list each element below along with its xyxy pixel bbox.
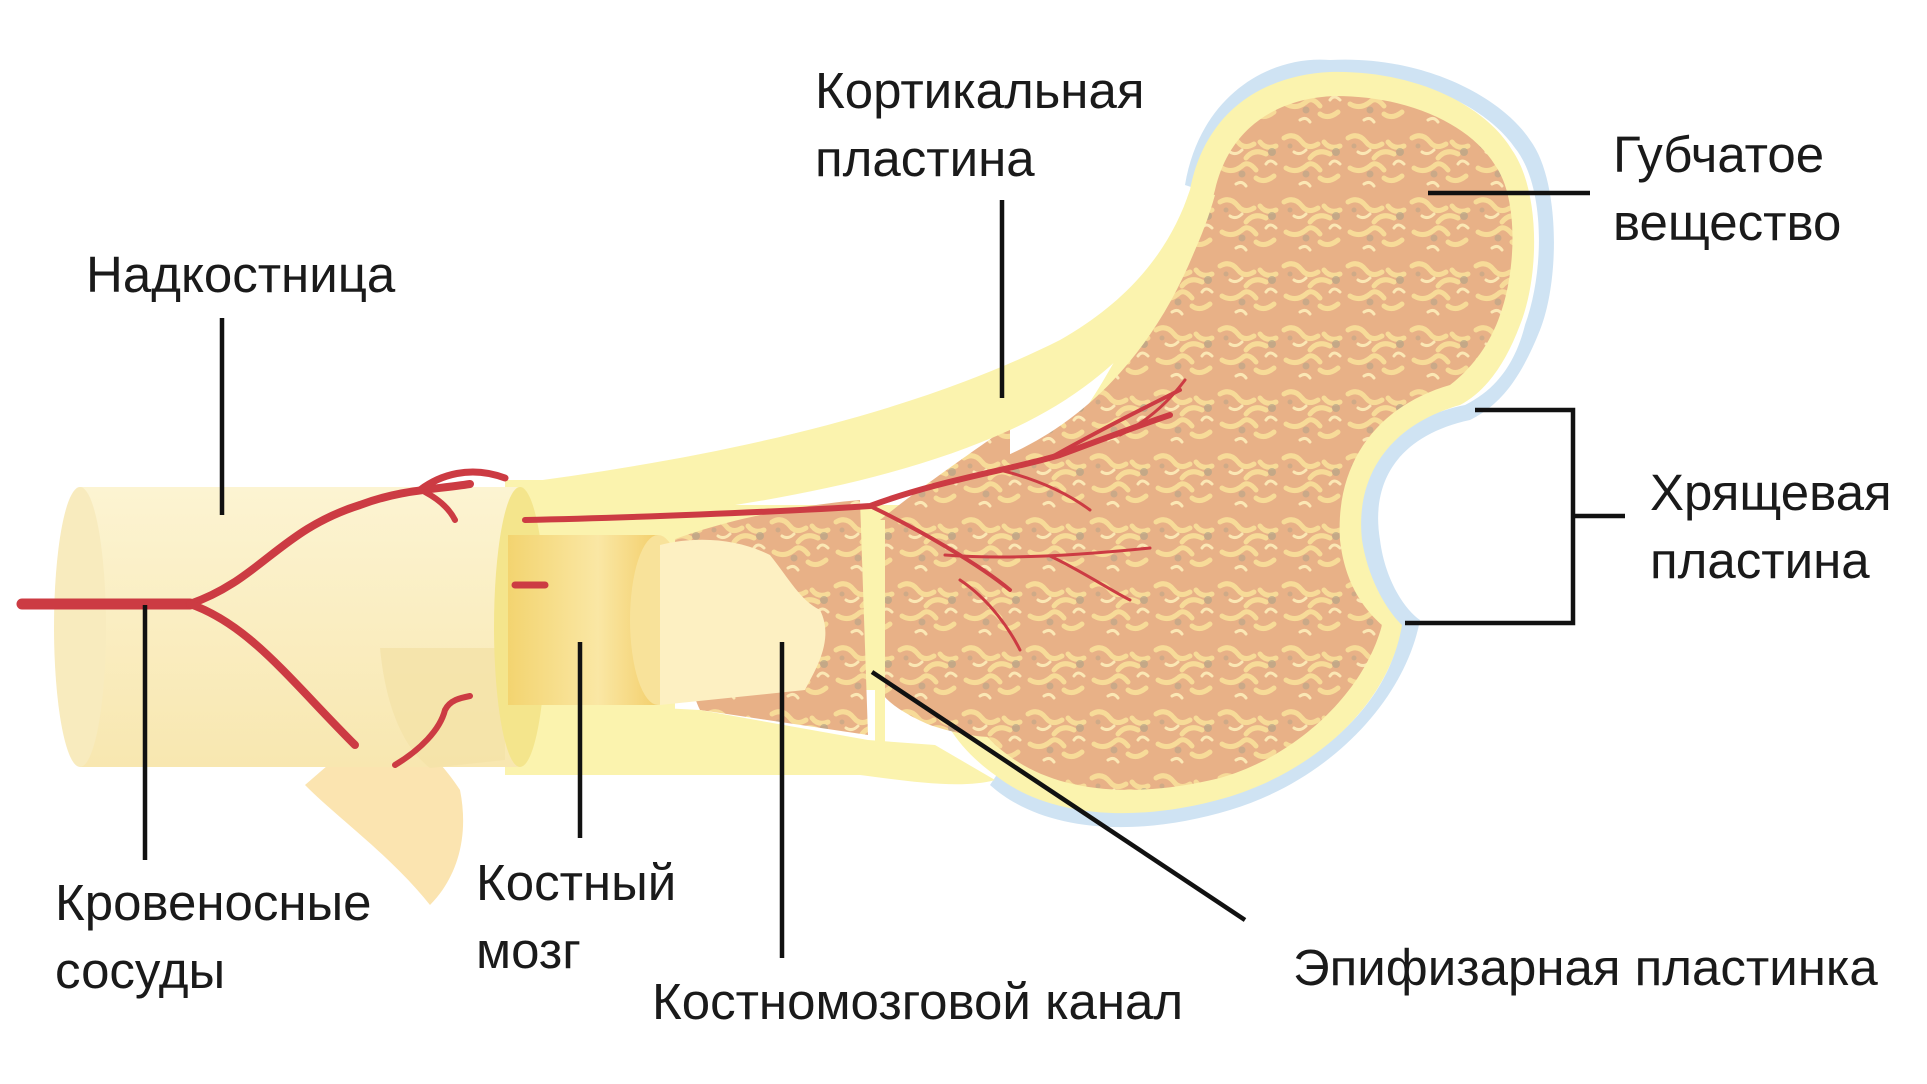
leader-lines [142,190,1625,958]
vessel-head-branch-3 [998,468,1092,512]
label-spongy-line2: вещество [1613,194,1841,251]
vessel-upper-twig [416,468,509,494]
spongy-bone-metaphysis [880,425,1010,737]
label-cortical-line1: Кортикальная [815,62,1144,119]
label-cartilage-line1: Хрящевая [1650,464,1892,521]
vessel-lower-twig [392,693,473,768]
label-marrow-line1: Костный [476,854,676,911]
periosteum-left-end [54,487,106,767]
leader-cartilage [1405,407,1576,626]
articular-cartilage-layer [990,59,1554,828]
label-vessels-line1: Кровеносные [55,874,372,931]
vessel-upper-drop [422,489,458,523]
vessel-head-branch-7 [958,578,1022,652]
leader-epiphyseal [870,670,1247,922]
label-cortical-line2: пластина [815,130,1035,187]
vessel-head-branch-4 [868,504,1012,592]
vessel-upper-branch [186,480,474,608]
label-epiphyseal: Эпифизарная пластинка [1293,939,1878,996]
labels: Надкостница Кортикальная пластина Губчат… [55,62,1892,1030]
label-spongy-line1: Губчатое [1613,126,1824,183]
label-periosteum: Надкостница [86,246,396,303]
spongy-bone-region [968,96,1513,790]
label-vessels-line2: сосуды [55,942,225,999]
vessel-lower-branch [186,600,359,749]
periosteum-cut-shadow [380,648,505,768]
periosteum-cylinder [54,487,546,905]
label-marrow-line2: мозг [476,922,581,979]
label-cartilage-line2: пластина [1650,532,1870,589]
label-canal: Костномозговой канал [652,973,1183,1030]
blood-vessels [16,378,1187,768]
vessel-head-branch-6 [1048,554,1132,602]
bone-marrow-cylinder [508,535,826,705]
vessel-head-branch-5 [943,546,1152,559]
vessel-nutrient-artery [522,412,1173,523]
vessel-head-branch-1 [1048,388,1182,460]
vessel-head-branch-2 [1118,378,1187,437]
